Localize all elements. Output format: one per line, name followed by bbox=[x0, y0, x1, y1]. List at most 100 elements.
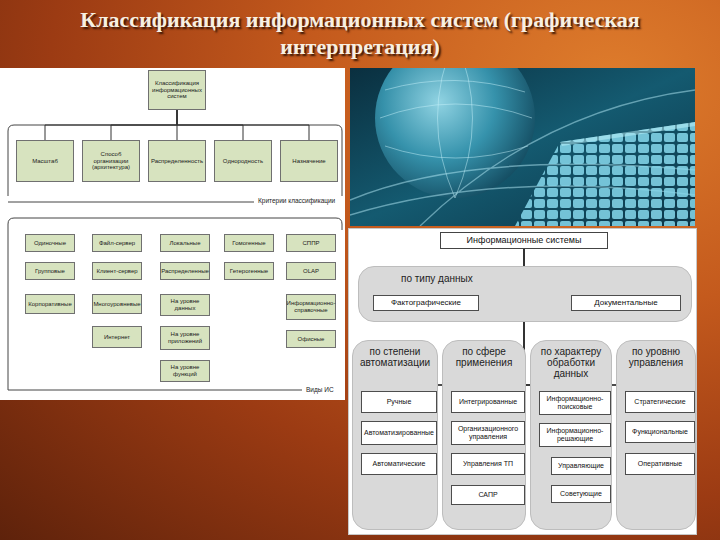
node-label: Способ организации (архитектура) bbox=[84, 151, 138, 172]
classification-box: СППР bbox=[286, 234, 336, 252]
classification-box: Классификация информационных систем bbox=[148, 70, 206, 110]
criteria-bracket bbox=[8, 125, 342, 196]
node-label: Интегрированные bbox=[459, 398, 517, 406]
left-panel bbox=[0, 68, 345, 400]
node-label: Управляющие bbox=[558, 462, 604, 470]
node-label: Групповые bbox=[35, 268, 65, 275]
node-label: Автоматические bbox=[373, 460, 426, 468]
classification-box: Файл-сервер bbox=[92, 234, 142, 252]
type-box: Интегрированные bbox=[451, 391, 525, 413]
type-box: Автоматизированные bbox=[361, 421, 437, 445]
type-box: Советующие bbox=[551, 485, 611, 503]
node-label: Оперативные bbox=[638, 460, 682, 468]
criteria-label: Критерии классификации bbox=[258, 197, 335, 205]
type-box: Оперативные bbox=[625, 453, 695, 475]
root-box: Информационные системы bbox=[440, 232, 608, 249]
node-label: Классификация информационных систем bbox=[150, 80, 204, 101]
node-label: На уровне приложений bbox=[162, 331, 208, 345]
classification-box: Офисные bbox=[286, 330, 336, 348]
node-label: Одиночные bbox=[34, 240, 66, 247]
globe bbox=[375, 68, 535, 198]
type-box: Ручные bbox=[361, 391, 437, 413]
node-label: Однородность bbox=[223, 158, 263, 165]
band-heading: по уровню управления bbox=[617, 341, 695, 368]
node-label: Гетерогенные bbox=[230, 268, 268, 275]
node-label: На уровне данных bbox=[162, 298, 208, 312]
node-label: OLAP bbox=[303, 268, 319, 275]
classification-box: Масштаб bbox=[16, 140, 74, 182]
group-band: по типу данныхФактографические Документал… bbox=[358, 266, 692, 322]
node-label: Корпоративные bbox=[28, 301, 72, 308]
classification-box: Гетерогенные bbox=[224, 262, 274, 280]
classification-box: Информационно-справочные bbox=[286, 294, 336, 320]
group-band: по степени автоматизацииРучныеАвтоматизи… bbox=[352, 340, 438, 530]
keyboard-edge bbox=[560, 122, 695, 146]
classification-box: OLAP bbox=[286, 262, 336, 280]
node-label: Клиент-сервер bbox=[96, 268, 137, 275]
band-heading: по характеру обработки данных bbox=[531, 341, 611, 379]
type-box: Управления ТП bbox=[451, 453, 525, 475]
type-box: Управляющие bbox=[551, 457, 611, 475]
node-label: Советующие bbox=[560, 490, 602, 498]
node-label: Информационные системы bbox=[467, 235, 582, 245]
node-label: Файл-сервер bbox=[99, 240, 135, 247]
kinds-bracket bbox=[8, 218, 342, 390]
node-label: Организационного управления bbox=[454, 425, 522, 441]
type-box: Организационного управления bbox=[451, 421, 525, 445]
node-label: Распределенные bbox=[161, 268, 209, 275]
classification-box: На уровне приложений bbox=[160, 326, 210, 350]
node-label: Ручные bbox=[387, 398, 412, 406]
node-label: Документальные bbox=[594, 298, 657, 307]
classification-box: На уровне функций bbox=[160, 360, 210, 382]
group-band: по сфере примененияИнтегрированныеОргани… bbox=[442, 340, 526, 530]
group-band: по уровню управленияСтратегическиеФункци… bbox=[616, 340, 696, 530]
classification-box: Интернет bbox=[92, 326, 142, 348]
node-label: Офисные bbox=[298, 336, 325, 343]
node-label: Интернет bbox=[104, 334, 130, 341]
band-heading: по степени автоматизации bbox=[353, 341, 437, 368]
node-label: Гомогенные bbox=[232, 240, 265, 247]
node-label: Многоуровневые bbox=[93, 301, 140, 308]
classification-box: Гомогенные bbox=[224, 234, 274, 252]
classification-box: Однородность bbox=[214, 140, 272, 182]
node-label: На уровне функций bbox=[162, 364, 208, 378]
node-label: СППР bbox=[303, 240, 320, 247]
type-box: Фактографические bbox=[373, 295, 479, 311]
band-heading: по типу данных bbox=[359, 267, 691, 284]
classification-box: Корпоративные bbox=[25, 294, 75, 314]
classification-box: Способ организации (архитектура) bbox=[82, 140, 140, 182]
node-label: Функциональные bbox=[632, 428, 688, 436]
node-label: Автоматизированные bbox=[364, 429, 434, 437]
classification-box: Назначение bbox=[280, 140, 338, 182]
light-streak bbox=[350, 90, 695, 226]
classification-box: Клиент-сервер bbox=[92, 262, 142, 280]
keyboard bbox=[515, 122, 695, 226]
criteria-line bbox=[8, 202, 254, 203]
node-label: Информационно-справочные bbox=[287, 300, 336, 314]
classification-box: Распределенность bbox=[148, 140, 206, 182]
photo-illustration bbox=[350, 68, 695, 226]
type-box: Автоматические bbox=[361, 453, 437, 475]
node-label: Локальные bbox=[170, 240, 201, 247]
type-box: Информационно-решающие bbox=[539, 423, 611, 447]
classification-box: Групповые bbox=[25, 262, 75, 280]
node-label: САПР bbox=[478, 491, 497, 499]
classification-box: Распределенные bbox=[160, 262, 210, 280]
classification-box: На уровне данных bbox=[160, 294, 210, 316]
type-box: Стратегические bbox=[625, 391, 695, 413]
node-label: Распределенность bbox=[151, 158, 203, 165]
connector bbox=[111, 110, 177, 140]
node-label: Управления ТП bbox=[463, 460, 513, 468]
node-label: Масштаб bbox=[32, 158, 58, 165]
classification-box: Многоуровневые bbox=[92, 294, 142, 314]
node-label: Стратегические bbox=[634, 398, 685, 406]
kinds-label: Виды ИС bbox=[306, 386, 334, 394]
node-label: Информационно-решающие bbox=[542, 427, 608, 443]
right-panel bbox=[349, 229, 697, 535]
globe-grid bbox=[380, 68, 532, 198]
type-box: Информационно-поисковые bbox=[539, 391, 611, 415]
kinds-line bbox=[8, 390, 302, 391]
type-box: Документальные bbox=[571, 295, 681, 311]
type-box: Функциональные bbox=[625, 421, 695, 443]
